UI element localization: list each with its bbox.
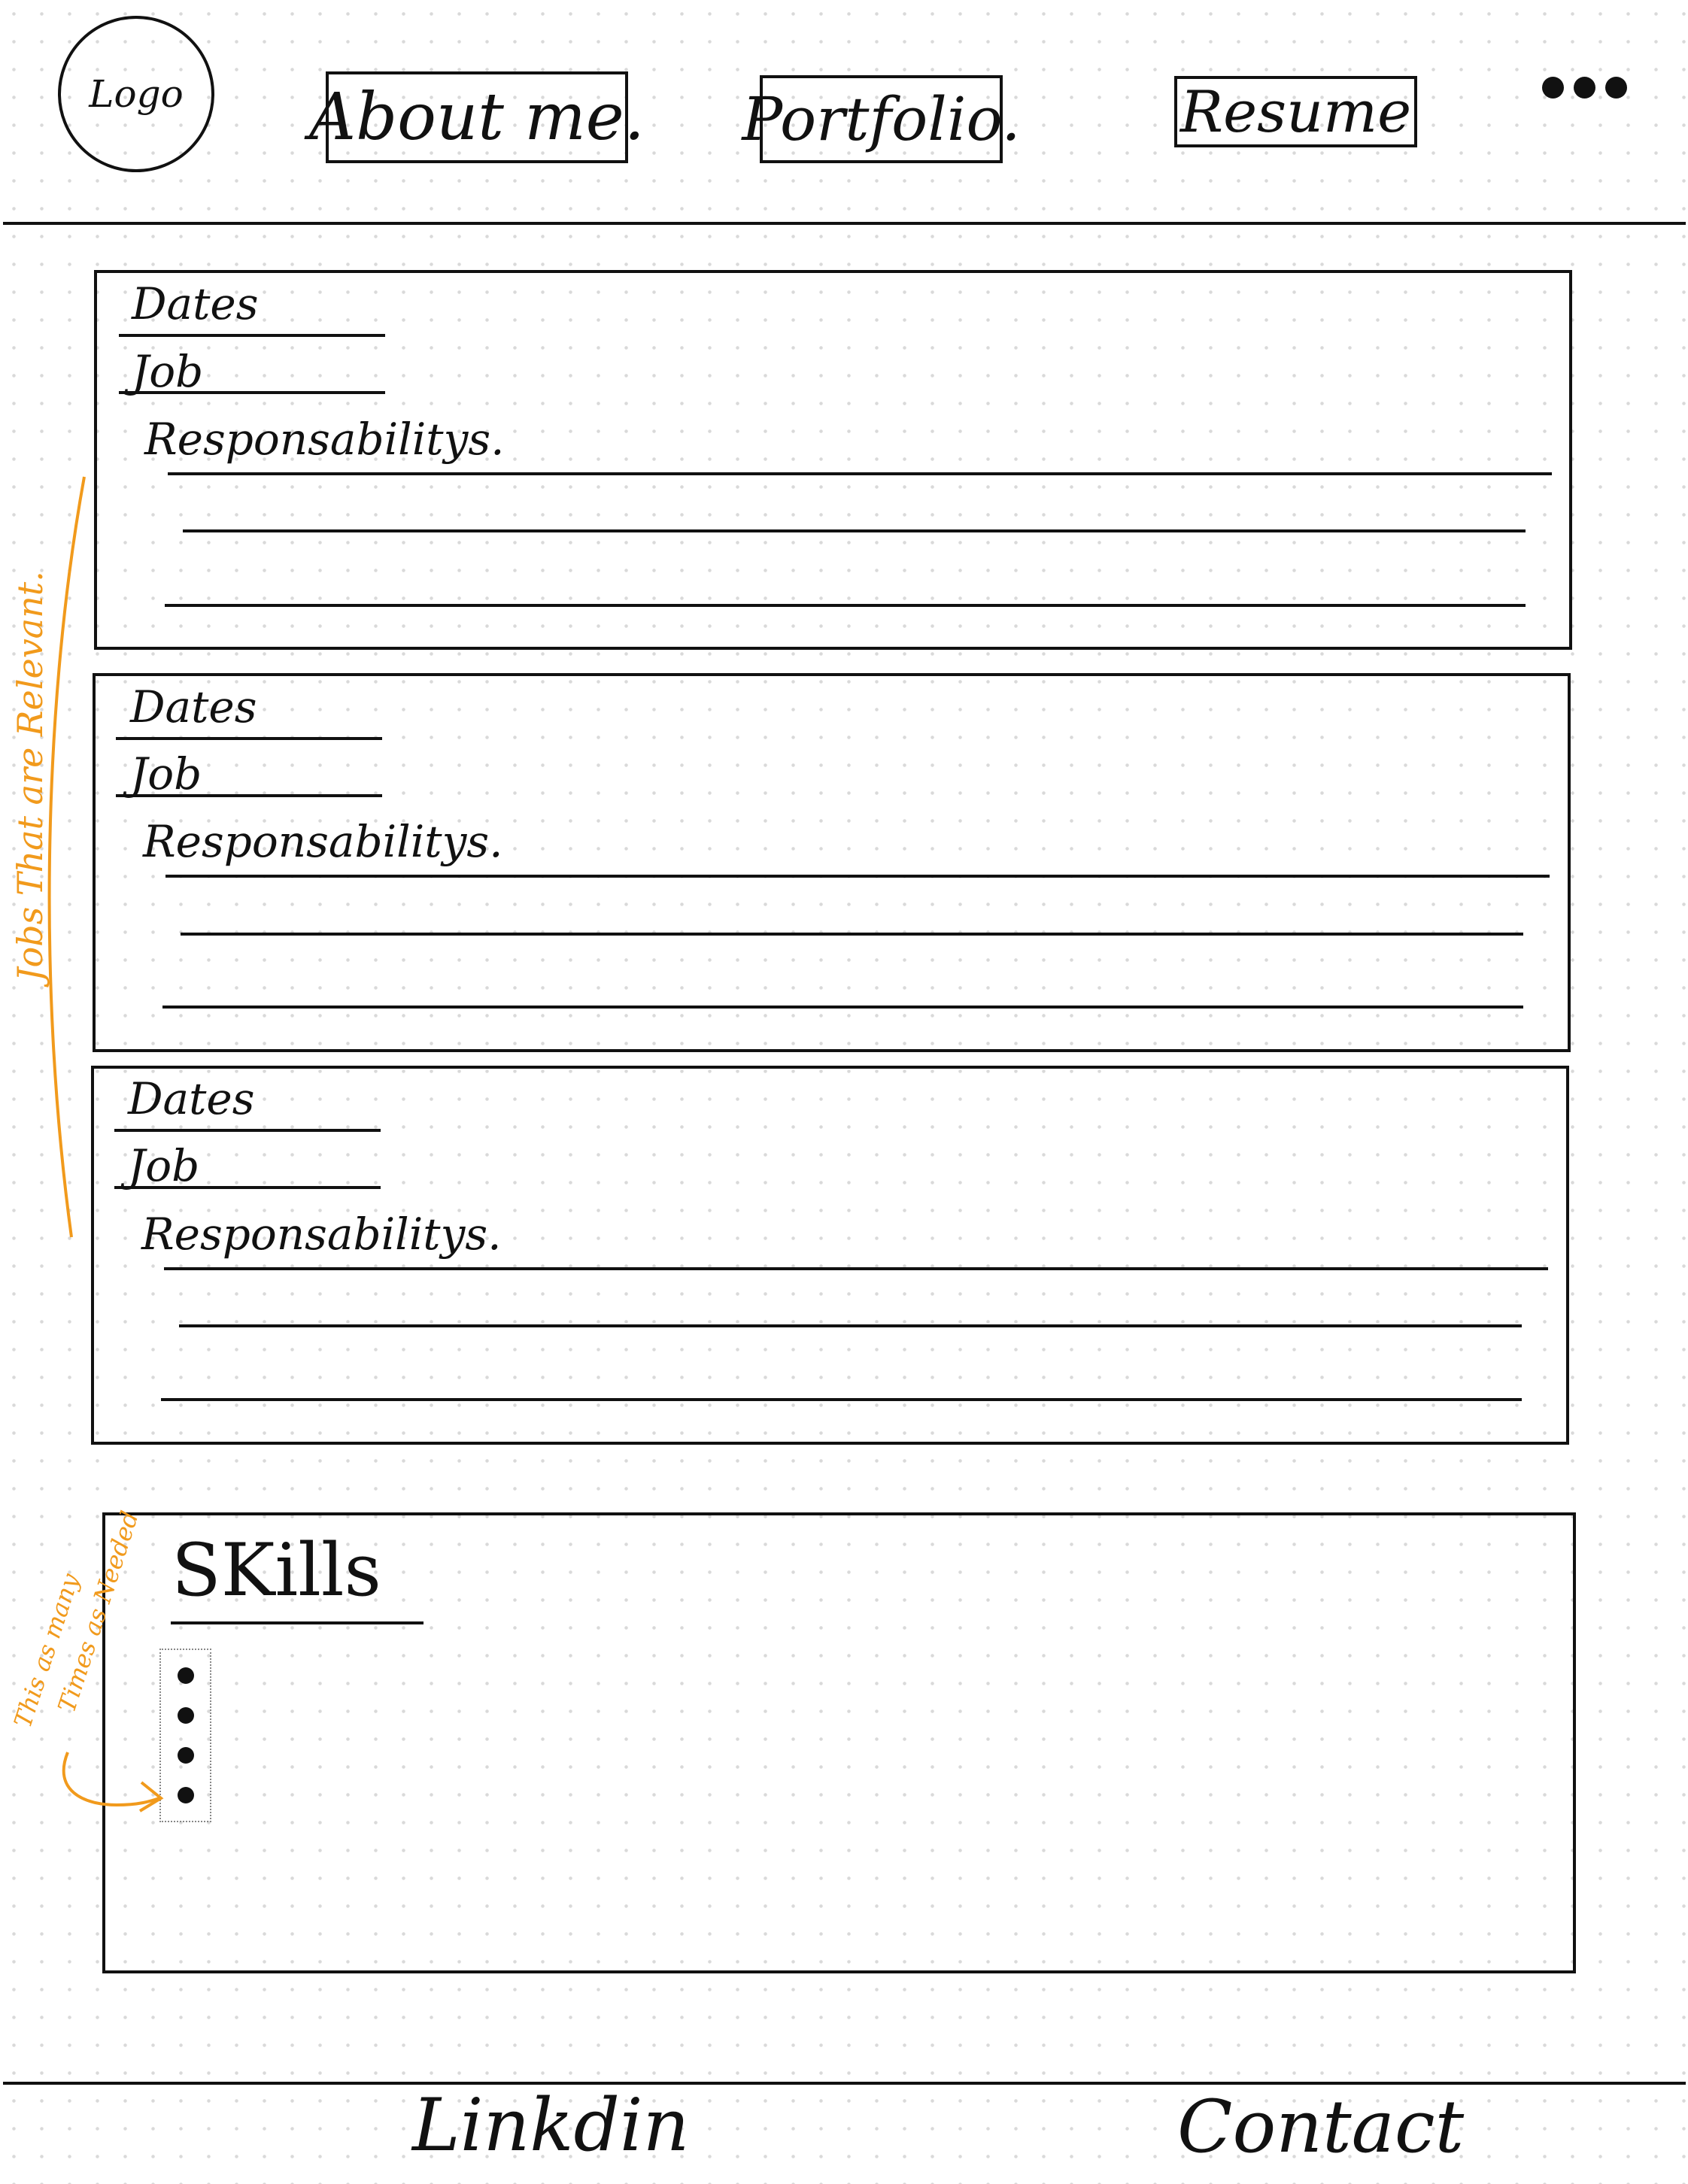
job-title-label: Job [132, 346, 204, 397]
job-card [94, 270, 1572, 650]
dates-field-line[interactable] [116, 737, 382, 740]
job-dates-label: Dates [130, 681, 257, 733]
responsibility-line[interactable] [164, 1267, 1548, 1270]
contact-link[interactable]: Contact [1177, 2085, 1465, 2169]
nav-portfolio-button[interactable]: Portfolio. [742, 75, 1021, 163]
responsibility-line[interactable] [179, 1324, 1522, 1327]
skills-arrow-line [62, 1752, 160, 1807]
job-title-label: Job [128, 1140, 200, 1191]
linkedin-link[interactable]: Linkdin [412, 2083, 690, 2167]
dates-field-line[interactable] [114, 1129, 381, 1132]
header-divider [3, 222, 1686, 225]
job-dates-label: Dates [128, 1073, 255, 1124]
dot [1542, 77, 1564, 99]
bullet-point [177, 1707, 194, 1724]
bullet-point [177, 1746, 194, 1764]
dot [1574, 77, 1595, 99]
job-field-line[interactable] [119, 391, 385, 394]
job-card [93, 673, 1571, 1052]
skills-title: SKills [172, 1528, 381, 1612]
responsibility-line[interactable] [181, 933, 1523, 936]
nav-about-me-button[interactable]: About me. [309, 71, 645, 163]
bullet-point [177, 1786, 194, 1803]
responsibility-line[interactable] [168, 472, 1552, 475]
job-responsibilities-label: Responsabilitys. [141, 1209, 502, 1260]
bullet-point [177, 1667, 194, 1685]
job-field-line[interactable] [116, 794, 382, 797]
jobs-annotation: Jobs That are Relevant. [10, 571, 50, 981]
responsibility-line[interactable] [161, 1398, 1522, 1401]
skills-title-underline [171, 1621, 424, 1624]
job-responsibilities-label: Responsabilitys. [143, 816, 503, 867]
more-menu-icon[interactable] [1542, 77, 1627, 99]
responsibility-line[interactable] [183, 529, 1526, 532]
responsibility-line[interactable] [165, 604, 1526, 607]
responsibility-line[interactable] [165, 875, 1550, 878]
job-card [91, 1066, 1569, 1445]
logo[interactable]: Logo [58, 16, 214, 172]
job-dates-label: Dates [132, 278, 259, 329]
dates-field-line[interactable] [119, 334, 385, 337]
skills-arrow-head [138, 1781, 164, 1812]
responsibility-line[interactable] [162, 1006, 1523, 1009]
dot [1605, 77, 1627, 99]
job-responsibilities-label: Responsabilitys. [144, 414, 505, 465]
job-field-line[interactable] [114, 1186, 381, 1189]
job-title-label: Job [130, 748, 202, 799]
skills-card [102, 1512, 1576, 1973]
nav-resume-button[interactable]: Resume [1174, 76, 1417, 147]
skills-bullet-list [159, 1649, 211, 1822]
jobs-bracket-line [47, 476, 86, 1238]
footer-divider [3, 2082, 1686, 2085]
